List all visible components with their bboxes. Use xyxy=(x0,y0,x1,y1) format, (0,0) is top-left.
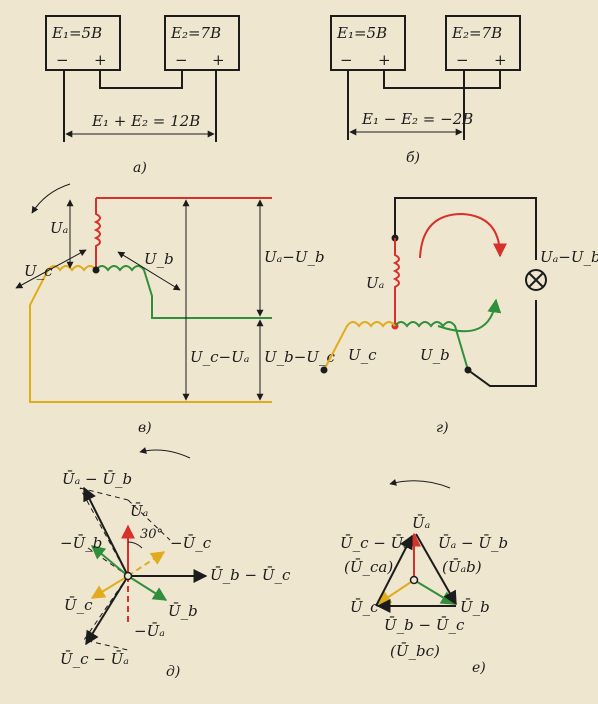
label-neg-uc: −Ū_c xyxy=(170,534,212,552)
panel-d: Ūₐ − Ū_b Ūₐ 30° −Ū_b −Ū_c Ū_b − Ū_c Ū_c … xyxy=(60,450,291,680)
plus-sign: + xyxy=(94,51,107,69)
green-current-arrow xyxy=(438,300,496,331)
caption-v: в) xyxy=(138,420,152,436)
yellow-coil xyxy=(30,266,272,402)
battery-e2-label: E₂=7В xyxy=(170,24,221,42)
label-ub-uc: Ū_b − Ū_c xyxy=(210,566,291,584)
red-current-arrow xyxy=(420,214,500,258)
red-coil xyxy=(395,238,399,326)
rotation-arrow xyxy=(390,481,450,488)
neutral-node xyxy=(93,267,100,274)
minus-sign: − xyxy=(456,51,469,69)
difference-label: E₁ − E₂ = −2В xyxy=(361,110,473,128)
caption-g: г) xyxy=(436,420,449,436)
series-link-wire xyxy=(100,70,182,88)
label-ua: Uₐ xyxy=(50,219,68,237)
caption-e: е) xyxy=(472,660,486,676)
minus-sign: − xyxy=(340,51,353,69)
battery-e1-label: E₁=5В xyxy=(51,24,102,42)
panel-e: Ūₐ Ū_c − Ūₐ (Ū_cа) Ūₐ − Ū_b (Ūₐb) Ū_c Ū_… xyxy=(340,481,508,676)
plus-sign: + xyxy=(212,51,225,69)
panel-g: Uₐ U_c U_b Uₐ−U_b г) xyxy=(321,198,598,436)
battery-e2-label: E₂=7В xyxy=(451,24,502,42)
angle-arc xyxy=(128,542,142,548)
label-ua-ub: Uₐ−U_b xyxy=(264,248,325,266)
label-ub: U_b xyxy=(144,250,174,268)
label-ubc: (Ū_bc) xyxy=(390,642,440,660)
label-uc: Ū_c xyxy=(64,596,93,614)
label-uca: (Ū_cа) xyxy=(344,558,393,576)
label-ua: Uₐ xyxy=(366,274,384,292)
sum-label: E₁ + E₂ = 12В xyxy=(91,112,200,130)
vector-ua-ub xyxy=(84,488,128,576)
label-uc-ua: U_c−Uₐ xyxy=(190,348,249,366)
vector-ub xyxy=(128,576,166,600)
label-uc: U_c xyxy=(348,346,377,364)
terminal-node xyxy=(465,367,472,374)
label-ub-uc: Ū_b − Ū_c xyxy=(384,616,465,634)
terminal-node xyxy=(321,367,328,374)
panel-v: Uₐ U_c U_b Uₐ−U_b U_c−Uₐ U_b−U_c в) xyxy=(16,184,335,436)
outer-circuit-wire xyxy=(395,198,536,260)
label-neg-ua: −Ūₐ xyxy=(134,622,165,640)
label-ua-ub: Ūₐ − Ū_b xyxy=(438,534,508,552)
caption-a: а) xyxy=(133,160,147,176)
red-coil xyxy=(96,198,100,270)
plus-sign: + xyxy=(494,51,507,69)
label-uc: U_c xyxy=(24,262,53,280)
minus-sign: − xyxy=(175,51,188,69)
label-uc: Ū_c xyxy=(350,598,379,616)
outer-circuit-wire xyxy=(468,300,536,386)
rotation-arrow xyxy=(32,184,70,213)
origin-node xyxy=(125,573,132,580)
lamp-label: Uₐ−U_b xyxy=(540,248,598,266)
label-ub: Ū_b xyxy=(168,602,198,620)
caption-d: д) xyxy=(166,664,180,680)
panel-a: E₁=5В E₂=7В − + − + E₁ + E₂ = 12В а) xyxy=(46,16,239,176)
label-uc-ua: Ū_c − Ūₐ xyxy=(60,650,129,668)
vector-uc xyxy=(92,576,128,598)
panel-b: E₁=5В E₂=7В − + − + E₁ − E₂ = −2В б) xyxy=(331,16,520,166)
label-ub: Ū_b xyxy=(460,598,490,616)
link-wire xyxy=(384,70,500,88)
origin-node xyxy=(411,577,418,584)
label-ua: Ūₐ xyxy=(412,514,430,532)
label-ub-uc: U_b−U_c xyxy=(264,348,335,366)
label-ua-ub: Ūₐ − Ū_b xyxy=(62,470,132,488)
rotation-arrow xyxy=(140,450,190,458)
battery-e1-label: E₁=5В xyxy=(336,24,387,42)
label-angle: 30° xyxy=(140,527,163,542)
green-coil xyxy=(96,266,272,318)
vector-neg-uc xyxy=(128,552,164,576)
label-ub: U_b xyxy=(420,346,450,364)
label-neg-ub: −Ū_b xyxy=(60,534,102,552)
plus-sign: + xyxy=(378,51,391,69)
minus-sign: − xyxy=(56,51,69,69)
label-ua: Ūₐ xyxy=(130,502,148,520)
label-uab: (Ūₐb) xyxy=(442,558,482,576)
caption-b: б) xyxy=(406,150,420,166)
label-uc-ua: Ū_c − Ūₐ xyxy=(340,534,409,552)
